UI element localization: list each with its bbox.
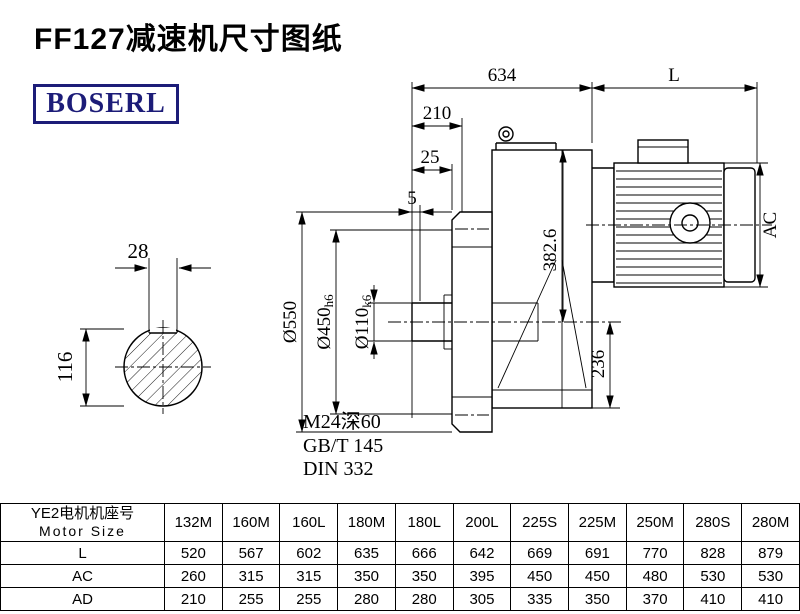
centerlines <box>115 224 772 414</box>
note-standard: GB/T 145 <box>303 435 383 457</box>
dim-382-6: 382.6 <box>540 229 561 272</box>
dim-236: 236 <box>588 350 609 379</box>
value-cell: 450 <box>510 564 570 588</box>
brand-logo: BOSERL <box>33 84 179 124</box>
value-cell: 255 <box>221 587 281 611</box>
dim-motor-length: L <box>668 65 680 86</box>
column-header: 200L <box>452 503 512 542</box>
value-cell: 602 <box>279 541 339 565</box>
dim-key-width: 28 <box>128 239 149 263</box>
value-cell: 669 <box>510 541 570 565</box>
value-cell: 210 <box>164 587 223 611</box>
value-cell: 530 <box>741 564 800 588</box>
note-thread: M24深60 <box>303 410 381 433</box>
row-label: AD <box>0 587 165 611</box>
page-title: FF127减速机尺寸图纸 <box>34 23 343 56</box>
dim-shaft-height: 116 <box>53 352 77 383</box>
value-cell: 305 <box>452 587 512 611</box>
column-header: 280M <box>741 503 800 542</box>
value-cell: 410 <box>683 587 743 611</box>
column-header: 180L <box>394 503 454 542</box>
column-header: 160L <box>279 503 339 542</box>
value-cell: 530 <box>683 564 743 588</box>
row-label: AC <box>0 564 165 588</box>
motor-outline <box>592 139 756 288</box>
value-cell: 642 <box>452 541 512 565</box>
dim-shaft-dia: Ø110k6 <box>352 294 374 349</box>
brand-logo-text: BOSERL <box>46 88 166 119</box>
note-din: DIN 332 <box>303 458 374 480</box>
dim-210: 210 <box>423 103 452 124</box>
dimension-texts: 634 L 210 25 5 Ø550 Ø450h6 Ø110k6 382.6 … <box>53 65 781 382</box>
column-header: 132M <box>164 503 223 542</box>
value-cell: 315 <box>221 564 281 588</box>
value-cell: 350 <box>337 564 396 588</box>
value-cell: 828 <box>683 541 743 565</box>
dim-total-length: 634 <box>488 65 517 86</box>
value-cell: 770 <box>625 541 685 565</box>
column-header: 225S <box>510 503 570 542</box>
gearbox-outline <box>411 126 593 433</box>
value-cell: 255 <box>279 587 339 611</box>
technical-drawing: 634 L 210 25 5 Ø550 Ø450h6 Ø110k6 382.6 … <box>53 65 781 480</box>
column-header: 160M <box>221 503 281 542</box>
value-cell: 280 <box>394 587 454 611</box>
eyebolt-icon <box>498 126 514 142</box>
dim-motor-dia: AC <box>760 212 781 238</box>
value-cell: 666 <box>394 541 454 565</box>
value-cell: 480 <box>625 564 685 588</box>
value-cell: 879 <box>741 541 800 565</box>
dim-flange-dia: Ø550 <box>280 301 301 343</box>
value-cell: 395 <box>452 564 512 588</box>
drawing-notes: M24深60 GB/T 145 DIN 332 <box>303 410 383 480</box>
value-cell: 520 <box>164 541 223 565</box>
value-cell: 370 <box>625 587 685 611</box>
value-cell: 350 <box>394 564 454 588</box>
value-cell: 280 <box>337 587 396 611</box>
column-header: 250M <box>625 503 685 542</box>
dim-5: 5 <box>407 188 417 209</box>
column-header: 280S <box>683 503 743 542</box>
value-cell: 410 <box>741 587 800 611</box>
value-cell: 450 <box>568 564 627 588</box>
value-cell: 350 <box>568 587 627 611</box>
column-header: 225M <box>568 503 627 542</box>
column-header: 180M <box>337 503 396 542</box>
terminal-box <box>637 139 689 164</box>
value-cell: 315 <box>279 564 339 588</box>
value-cell: 260 <box>164 564 223 588</box>
value-cell: 635 <box>337 541 396 565</box>
dimension-lines <box>82 84 764 433</box>
dim-spigot-dia: Ø450h6 <box>314 294 336 350</box>
value-cell: 567 <box>221 541 281 565</box>
value-cell: 691 <box>568 541 627 565</box>
dim-25: 25 <box>421 147 440 168</box>
row-label: L <box>0 541 165 565</box>
value-cell: 335 <box>510 587 570 611</box>
